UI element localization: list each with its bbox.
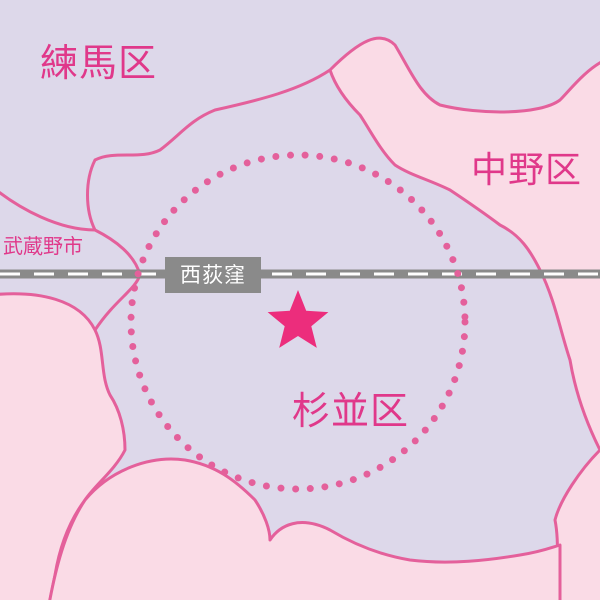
musashino-label: 武蔵野市 [3,234,83,258]
nakano-label: 中野区 [471,150,583,191]
south-area [48,457,562,600]
star-icon [267,290,329,348]
nerima-boundary [0,68,331,232]
suginami-label: 杉並区 [292,389,410,433]
range-circle [127,151,469,493]
nerima-label: 練馬区 [40,41,158,85]
station-label: 西荻窪 [165,257,261,293]
